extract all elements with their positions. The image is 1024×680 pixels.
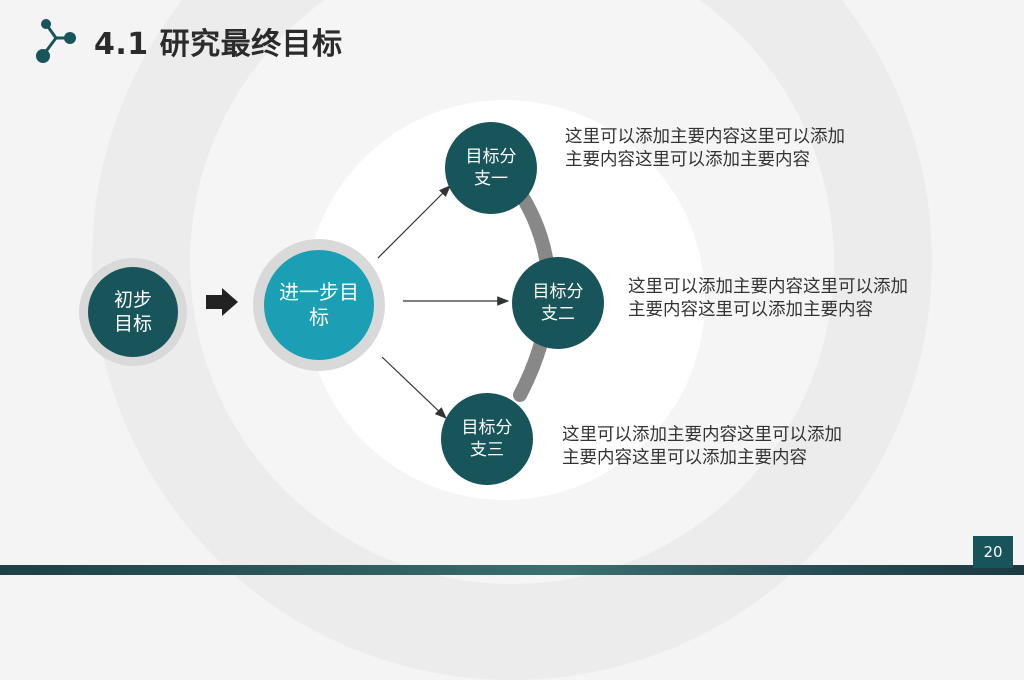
branch-3-desc-line-2: 主要内容这里可以添加主要内容 [562, 448, 807, 468]
branch-3-description: 这里可以添加主要内容这里可以添加 主要内容这里可以添加主要内容 [562, 424, 882, 470]
branch-2-label-1: 目标分 [532, 282, 584, 302]
branch-1-label-2: 支一 [474, 169, 508, 189]
branch-2-desc-line-2: 主要内容这里可以添加主要内容 [628, 300, 873, 320]
further-goal-node: 进一步目 标 [264, 250, 374, 360]
branch-2-label-2: 支二 [541, 304, 575, 324]
branch-node-2: 目标分 支二 [512, 257, 604, 349]
branch-2-desc-line-1: 这里可以添加主要内容这里可以添加 [628, 277, 908, 297]
share-node-icon [36, 19, 76, 63]
branch-3-label-1: 目标分 [461, 418, 513, 438]
branch-2-description: 这里可以添加主要内容这里可以添加 主要内容这里可以添加主要内容 [628, 276, 948, 322]
arrow-to-branch-3 [381, 356, 447, 419]
initial-goal-node: 初步 目标 [88, 267, 178, 357]
slide-title: 4.1 研究最终目标 [94, 27, 343, 62]
branch-1-desc-line-1: 这里可以添加主要内容这里可以添加 [565, 127, 845, 147]
branch-1-desc-line-2: 主要内容这里可以添加主要内容 [565, 150, 810, 170]
page-number: 20 [973, 536, 1013, 568]
footer-bar [0, 565, 1024, 575]
branch-node-3: 目标分 支三 [441, 393, 533, 485]
block-arrow-icon [206, 288, 238, 316]
branch-3-desc-line-1: 这里可以添加主要内容这里可以添加 [562, 425, 842, 445]
initial-goal-label-1: 初步 [113, 289, 152, 311]
arrow-to-branch-1 [377, 185, 451, 259]
initial-goal-label-2: 目标 [113, 313, 152, 335]
branch-1-label-1: 目标分 [465, 147, 517, 167]
branch-1-description: 这里可以添加主要内容这里可以添加 主要内容这里可以添加主要内容 [565, 126, 885, 172]
branch-node-1: 目标分 支一 [445, 122, 537, 214]
further-goal-label-1: 进一步目 [279, 280, 359, 304]
further-goal-label-2: 标 [309, 305, 329, 329]
branch-3-label-2: 支三 [470, 440, 504, 460]
